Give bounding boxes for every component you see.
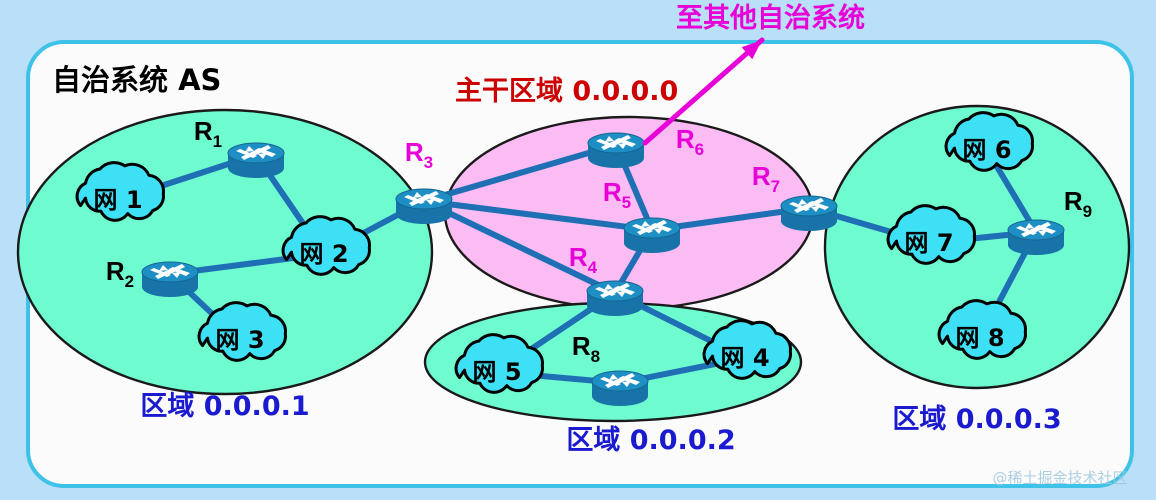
router-R5[interactable] bbox=[623, 217, 681, 253]
cloud-net6: 网 6 bbox=[944, 111, 1034, 172]
router-body bbox=[142, 272, 198, 297]
router-R9[interactable] bbox=[1007, 219, 1065, 255]
cloud-net1: 网 1 bbox=[75, 161, 165, 222]
cloud-net7: 网 7 bbox=[886, 204, 976, 265]
router-arrowhead-2 bbox=[609, 374, 618, 380]
router-label-R6: R6 bbox=[676, 124, 704, 159]
router-arrowhead-2 bbox=[798, 199, 807, 205]
router-arrowhead-2 bbox=[159, 265, 168, 271]
cloud-label: 网 1 bbox=[93, 186, 142, 214]
area-label-layer: 区域 0.0.0.1 区域 0.0.0.2 区域 0.0.0.3 bbox=[140, 391, 1061, 456]
router-arrowhead-1 bbox=[172, 272, 181, 278]
router-body bbox=[588, 143, 644, 168]
backbone-title: 主干区域 0.0.0.0 bbox=[455, 76, 678, 107]
router-R8[interactable] bbox=[591, 370, 649, 406]
router-label-R4: R4 bbox=[569, 242, 598, 277]
router-arrowhead-2 bbox=[245, 146, 254, 152]
router-label-R5: R5 bbox=[603, 177, 631, 212]
router-arrow-4 bbox=[611, 135, 631, 146]
router-arrowhead-2 bbox=[641, 221, 650, 227]
router-arrow-4 bbox=[615, 373, 635, 384]
cloud-label: 网 8 bbox=[955, 324, 1004, 352]
router-body bbox=[1008, 230, 1064, 255]
router-arrowhead-2 bbox=[413, 192, 422, 198]
cloud-shape bbox=[702, 319, 792, 380]
router-arrowhead-1 bbox=[654, 228, 663, 234]
router-arrowhead-1 bbox=[622, 381, 631, 387]
router-arrowhead-1 bbox=[1038, 230, 1047, 236]
cloud-shape bbox=[454, 333, 544, 394]
router-R6[interactable] bbox=[587, 132, 645, 168]
arrow-head bbox=[741, 40, 762, 60]
router-arrow-4 bbox=[647, 220, 667, 231]
cloud-label: 网 5 bbox=[472, 358, 521, 386]
area-label-1: 区域 0.0.0.1 bbox=[140, 391, 309, 422]
cloud-label: 网 2 bbox=[299, 240, 348, 268]
cloud-label: 网 4 bbox=[720, 344, 769, 372]
cloud-net3: 网 3 bbox=[197, 301, 287, 362]
router-arrowhead-1 bbox=[426, 199, 435, 205]
router-arrowhead-1 bbox=[617, 291, 626, 297]
cloud-shape bbox=[75, 161, 165, 222]
router-body bbox=[587, 291, 643, 316]
router-R7[interactable] bbox=[780, 195, 838, 231]
router-layer bbox=[141, 132, 1065, 406]
router-arrowhead-1 bbox=[258, 153, 267, 159]
router-body bbox=[396, 199, 452, 224]
router-body bbox=[228, 153, 284, 178]
link-R3-R4 bbox=[421, 198, 618, 296]
area-label-2: 区域 0.0.0.2 bbox=[566, 425, 735, 456]
router-arrow-4 bbox=[610, 283, 630, 294]
router-arrow-4 bbox=[804, 198, 824, 209]
router-arrowhead-2 bbox=[605, 136, 614, 142]
router-R2[interactable] bbox=[141, 261, 199, 297]
router-arrow-4 bbox=[1031, 222, 1051, 233]
router-arrowhead-1 bbox=[811, 206, 820, 212]
watermark: @稀土掘金技术社区 bbox=[992, 469, 1127, 487]
cloud-shape bbox=[944, 111, 1034, 172]
cloud-shape bbox=[281, 215, 371, 276]
router-arrowhead-2 bbox=[1025, 223, 1034, 229]
cloud-label: 网 7 bbox=[904, 229, 953, 257]
router-label-R8: R8 bbox=[572, 331, 600, 366]
cloud-shape bbox=[937, 299, 1027, 360]
cloud-layer: 网 1 网 2 网 3 网 4 网 5 网 6 网 7 网 8 bbox=[75, 111, 1034, 394]
cloud-label: 网 3 bbox=[215, 326, 264, 354]
cloud-shape bbox=[886, 204, 976, 265]
router-body bbox=[592, 381, 648, 406]
arrow-shaft bbox=[642, 37, 765, 146]
router-arrowhead-2 bbox=[604, 284, 613, 290]
router-body bbox=[624, 228, 680, 253]
router-R4[interactable] bbox=[586, 280, 644, 316]
area-ellipse-area3 bbox=[823, 104, 1131, 390]
router-label-R7: R7 bbox=[752, 161, 780, 196]
cloud-net8: 网 8 bbox=[937, 299, 1027, 360]
router-label-R1: R1 bbox=[194, 116, 222, 151]
cloud-label: 网 6 bbox=[962, 136, 1011, 164]
to-other-as-arrow bbox=[642, 37, 765, 146]
area-label-3: 区域 0.0.0.3 bbox=[892, 404, 1061, 435]
router-arrow-4 bbox=[419, 191, 439, 202]
router-body bbox=[781, 206, 837, 231]
router-label-R3: R3 bbox=[405, 137, 433, 172]
cloud-net4: 网 4 bbox=[702, 319, 792, 380]
link-R3-R6 bbox=[421, 142, 619, 204]
cloud-shape bbox=[197, 301, 287, 362]
router-R1[interactable] bbox=[227, 142, 285, 178]
router-label-R2: R2 bbox=[106, 256, 134, 291]
to-other-as-label: 至其他自治系统 bbox=[676, 2, 865, 34]
router-arrow-4 bbox=[251, 145, 271, 156]
router-arrow-4 bbox=[165, 264, 185, 275]
as-title: 自治系统 AS bbox=[52, 63, 221, 97]
router-label-R9: R9 bbox=[1064, 186, 1092, 221]
cloud-net5: 网 5 bbox=[454, 333, 544, 394]
cloud-net2: 网 2 bbox=[281, 215, 371, 276]
router-arrowhead-1 bbox=[618, 143, 627, 149]
router-R3[interactable] bbox=[395, 188, 453, 224]
link-R3-R5 bbox=[421, 198, 655, 233]
